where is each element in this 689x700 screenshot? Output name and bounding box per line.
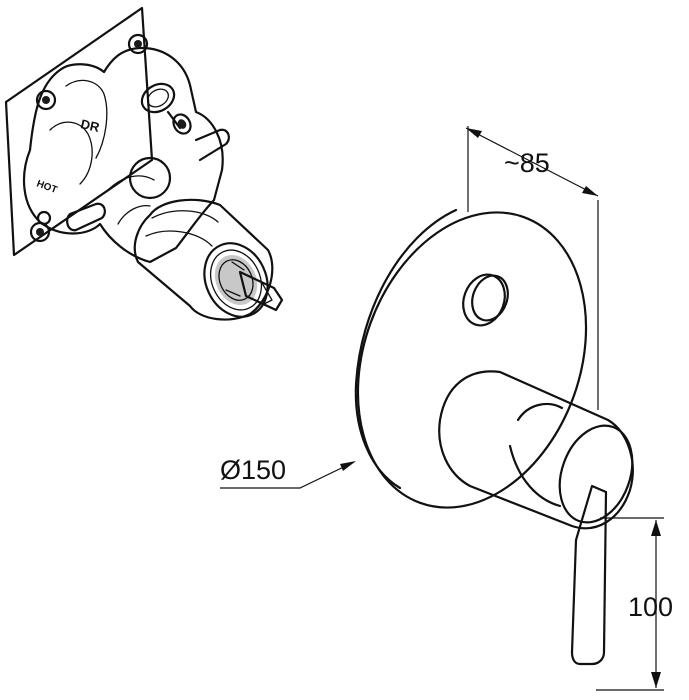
cartridge (133, 198, 284, 321)
valve-housing (22, 46, 224, 264)
diameter-dimension: Ø150 (220, 455, 356, 489)
right-pipe-stub (194, 128, 230, 162)
top-outlet (140, 82, 192, 135)
housing-contour (49, 121, 93, 185)
escutcheon-plate-edge (354, 208, 458, 490)
mixer-trim (354, 208, 634, 666)
hot-label: HOT (35, 178, 59, 196)
mounting-plate (4, 6, 154, 257)
depth-label: ~85 (504, 148, 550, 178)
lever-height-label: 100 (628, 592, 673, 622)
diverter-knob (462, 273, 509, 327)
handle-ring (516, 402, 564, 422)
mounting-lug (127, 33, 149, 55)
mounting-lug (35, 89, 57, 111)
housing-contour (117, 204, 151, 225)
handle-ring (508, 444, 562, 508)
handle-body (438, 370, 634, 530)
inner-port (128, 156, 172, 200)
lever-height-dimension: 100 (596, 517, 673, 691)
lever (570, 484, 608, 666)
concealed-valve-body: DR HOT (4, 6, 284, 321)
escutcheon-plate-rim (356, 211, 588, 509)
depth-dimension: ~85 (465, 126, 599, 410)
mounting-lug (36, 210, 52, 226)
dr-label: DR (79, 116, 101, 135)
handle-end-cap (558, 424, 634, 524)
left-pipe-stub (66, 202, 106, 232)
housing-contour (65, 79, 108, 159)
diameter-label: Ø150 (220, 455, 286, 485)
